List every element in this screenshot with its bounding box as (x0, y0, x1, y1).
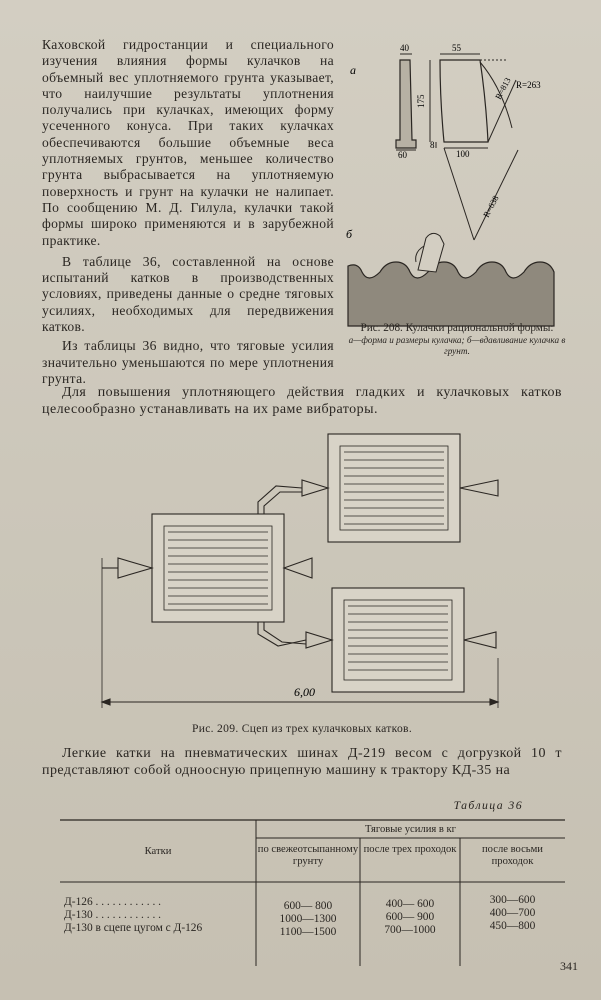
dimension-60: 60 (398, 150, 408, 160)
figure-208-drawing: а б 40 55 175 60 8 100 R=813 R=263 R=638 (346, 43, 555, 327)
table-title: Таблица 36 (453, 798, 523, 812)
cell-eight: 400—700 (489, 907, 536, 919)
dimension-175: 175 (416, 94, 426, 108)
dimension-6-00: 6,00 (294, 685, 315, 699)
left-column-text: Каховской гидростанции и специального из… (42, 37, 334, 387)
header-katki: Катки (144, 846, 172, 857)
paragraph: В таблице 36, составленной на основе исп… (42, 253, 334, 335)
cell-fresh: 1000—1300 (279, 913, 337, 925)
dimension-r638: R=638 (481, 194, 501, 219)
dimension-8: 8 (430, 140, 435, 150)
cell-fresh: 600— 800 (283, 900, 333, 912)
row-name: Д-130 в сцепе цугом с Д-126 (64, 922, 203, 934)
row-name: Д-130 . . . . . . . . . . . . (64, 909, 161, 921)
table-36: Катки Тяговые усилия в кг по свежеотсыпа… (60, 816, 565, 966)
figure-209-caption: Рис. 209. Сцеп из трех кулачковых катков… (191, 722, 413, 735)
cell-eight: 450—800 (489, 920, 536, 932)
cell-eight: 300—600 (489, 894, 536, 906)
header-three-passes: после трех проходок (363, 844, 457, 855)
paragraph: Легкие катки на пневматических шинах Д-2… (42, 746, 562, 778)
header-traction: Тяговые усилия в кг (364, 824, 457, 835)
header-fresh-soil: по свежеотсыпанному грунту (257, 844, 359, 867)
cell-fresh: 1100—1500 (279, 926, 337, 938)
paragraph: Из таблицы 36 видно, что тяговые усилия … (42, 338, 334, 386)
dimension-r263: R=263 (516, 80, 541, 90)
dimension-r813: R=813 (493, 76, 513, 101)
cell-three: 600— 900 (385, 911, 435, 923)
header-eight-passes: после восьми проходок (482, 844, 543, 867)
label-b: б (346, 227, 353, 241)
cell-three: 400— 600 (385, 898, 435, 910)
row-name: Д-126 . . . . . . . . . . . . (64, 896, 161, 908)
cell-three: 700—1000 (384, 924, 436, 936)
dimension-100: 100 (456, 149, 470, 159)
caption-subtitle: а—форма и размеры кулачка; б—вдавливание… (348, 335, 566, 356)
dimension-40: 40 (400, 43, 410, 53)
figure-209-drawing: 6,00 (100, 433, 500, 708)
caption-title: Рис. 208. Кулачки рациональной формы: (360, 322, 554, 334)
table-rules (60, 819, 565, 966)
page-number: 341 (560, 959, 578, 973)
label-a: а (350, 63, 356, 77)
dimension-55: 55 (452, 43, 462, 53)
figure-208-caption: Рис. 208. Кулачки рациональной формы: а—… (340, 322, 574, 357)
paragraph: Каховской гидростанции и специального из… (42, 37, 334, 248)
paragraph: Для повышения уплотняющего действия глад… (42, 385, 562, 417)
